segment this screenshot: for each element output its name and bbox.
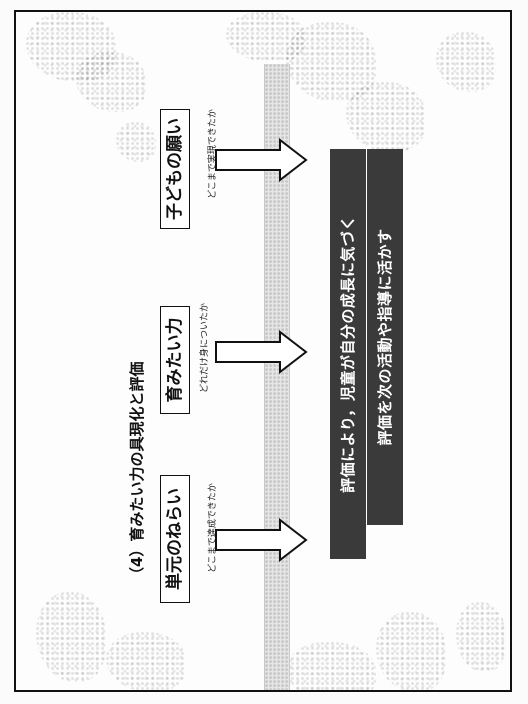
leaf-texture: [286, 642, 376, 692]
leaf-texture: [456, 602, 506, 672]
leaf-texture: [106, 632, 186, 692]
leaf-texture: [346, 82, 426, 152]
right-arrow-icon: [214, 330, 310, 374]
leaf-texture: [116, 122, 156, 162]
leaf-texture: [436, 32, 496, 92]
leaf-texture: [376, 612, 446, 692]
label-unit-aim: 単元のねらい: [160, 475, 190, 603]
right-arrow-icon: [214, 518, 310, 562]
right-arrow-icon: [214, 138, 310, 182]
slide-title: （4）育みたい力の具現化と評価: [126, 282, 150, 582]
label-childrens-wish: 子どもの願い: [160, 109, 190, 229]
sub-abilities: どれだけ身についたか: [199, 278, 211, 418]
result-bar-next-activity: 評価を次の活動や指導に活かす: [367, 149, 403, 525]
label-abilities: 育みたい力: [160, 306, 190, 414]
result-bar-growth: 評価により，児童が自分の成長に気づく: [330, 149, 366, 559]
leaf-texture: [76, 52, 146, 112]
leaf-texture: [36, 592, 106, 682]
